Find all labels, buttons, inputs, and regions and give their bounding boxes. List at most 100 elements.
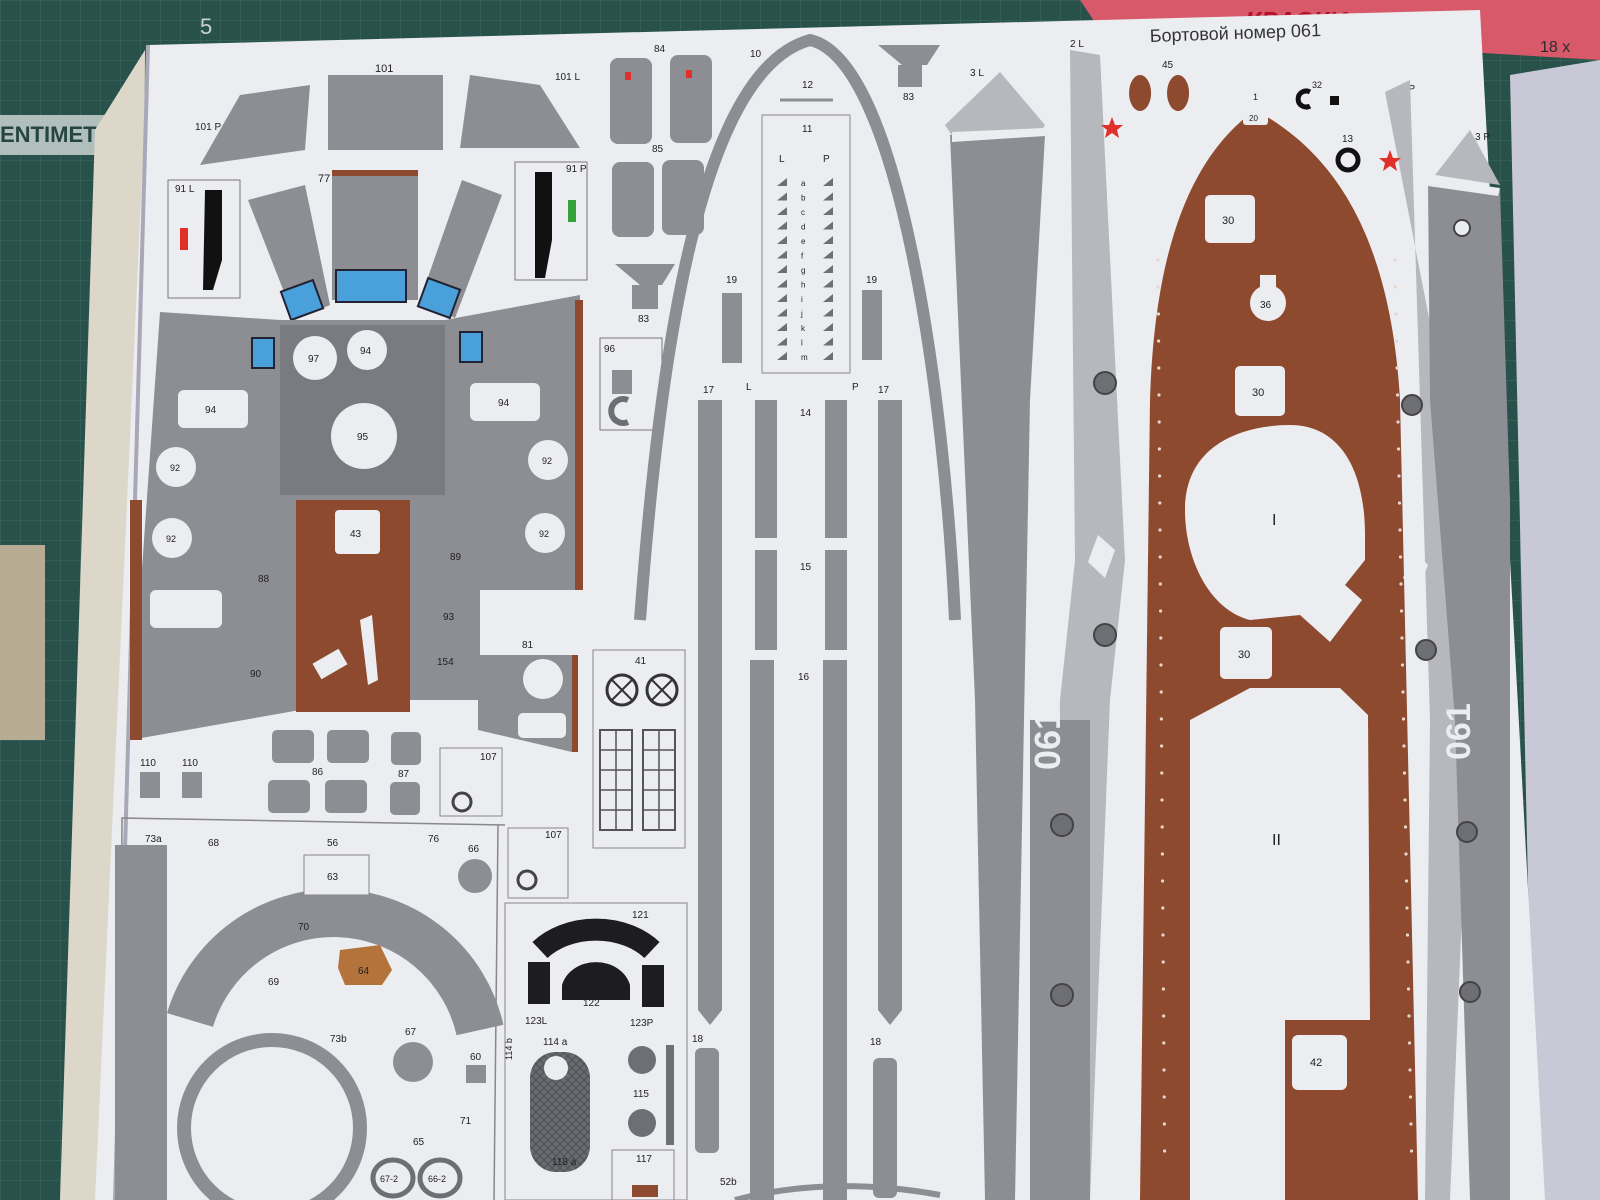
label-19b: 19 bbox=[866, 275, 878, 286]
part-89-b bbox=[432, 565, 474, 591]
deck-rivet bbox=[1403, 825, 1408, 829]
label-83b: 83 bbox=[903, 92, 915, 103]
label-64: 64 bbox=[358, 966, 370, 977]
ladder-row-letter: a bbox=[801, 179, 806, 188]
ladder-tread-right bbox=[823, 178, 833, 186]
part-114a-mesh bbox=[530, 1052, 590, 1172]
part-94-top bbox=[347, 330, 387, 370]
part-3l-highlight bbox=[952, 128, 1045, 142]
deck-rivet bbox=[1160, 825, 1164, 829]
part-92-d bbox=[525, 513, 565, 553]
deck-rivet bbox=[1159, 717, 1163, 721]
label-86: 86 bbox=[312, 767, 324, 778]
part-91l-shape bbox=[203, 190, 222, 290]
deck-rivet bbox=[1394, 339, 1399, 343]
label-107a: 107 bbox=[480, 752, 497, 763]
part-86-c bbox=[268, 780, 310, 813]
deck-rivet bbox=[1158, 582, 1162, 586]
label-101l: 101 L bbox=[555, 72, 580, 83]
label-18a: 18 bbox=[692, 1034, 704, 1045]
deck-rivet bbox=[1159, 609, 1163, 613]
part-3l bbox=[950, 135, 1045, 1200]
strip-16-right bbox=[823, 660, 847, 1200]
ladder-tread-left bbox=[777, 352, 787, 360]
deck-rivet bbox=[1395, 366, 1399, 370]
ladder-row-letter: d bbox=[801, 223, 805, 232]
ladder-tread-left bbox=[777, 221, 787, 230]
deck-rivet bbox=[1396, 420, 1400, 424]
label-32: 32 bbox=[1312, 80, 1322, 90]
label-118a: 118 a bbox=[552, 1157, 577, 1168]
part-83-b-stem bbox=[898, 65, 922, 87]
corner-mark: 18 x bbox=[1540, 39, 1570, 56]
ladder-tread-right bbox=[823, 250, 833, 259]
deck-rivet bbox=[1408, 1095, 1413, 1099]
part-2l-lower-band bbox=[1030, 720, 1090, 1200]
deck-rivet bbox=[1398, 528, 1402, 532]
porthole-l1 bbox=[1093, 371, 1117, 395]
label-114b: 114 b bbox=[504, 1038, 514, 1060]
label-14: 14 bbox=[800, 408, 812, 419]
deck-rivet bbox=[1405, 933, 1410, 937]
deck-rivet bbox=[1162, 1068, 1166, 1072]
part-64 bbox=[338, 945, 392, 985]
deck-rivet bbox=[1395, 393, 1400, 397]
label-92b: 92 bbox=[542, 456, 552, 466]
deck-rivet bbox=[1161, 987, 1165, 991]
part-91p-shape bbox=[535, 172, 552, 278]
ladder-tread-left bbox=[777, 337, 787, 346]
part-93-panel bbox=[150, 590, 222, 628]
ladder-row-letter: j bbox=[800, 310, 803, 319]
part-36-neck bbox=[1260, 275, 1276, 289]
label-70: 70 bbox=[298, 922, 310, 933]
part-3p bbox=[1428, 180, 1510, 1200]
ladder-tread-right bbox=[823, 308, 833, 317]
label-60: 60 bbox=[470, 1052, 482, 1063]
bridge-right-edge bbox=[575, 300, 583, 590]
part-32-a bbox=[1295, 88, 1312, 110]
deck-rivet bbox=[1397, 501, 1402, 505]
deck-rivet bbox=[1406, 960, 1410, 964]
ladder-tread-left bbox=[777, 294, 787, 302]
deck-rivet bbox=[1402, 744, 1406, 748]
label-66: 66 bbox=[468, 844, 480, 855]
deck-rivet bbox=[1159, 663, 1163, 667]
label-45: 45 bbox=[1162, 60, 1174, 71]
window-bridge-right bbox=[459, 331, 483, 363]
arch-10 bbox=[634, 33, 961, 621]
part-77-top-strip bbox=[332, 170, 418, 176]
parts-mid-left: 81 41 86 87 107 110 110 bbox=[140, 640, 686, 849]
window-77-left bbox=[279, 278, 325, 322]
label-94a: 94 bbox=[360, 346, 372, 357]
part-110-a bbox=[140, 772, 160, 798]
part-96-box bbox=[612, 370, 632, 394]
part-36 bbox=[1250, 285, 1286, 321]
deck-rivet bbox=[1162, 1041, 1166, 1045]
label-117: 117 bbox=[636, 1154, 652, 1165]
porthole-l3 bbox=[1050, 813, 1074, 837]
part-110-b bbox=[182, 772, 202, 798]
deck-rivet bbox=[1159, 690, 1163, 694]
label-17a: 17 bbox=[703, 385, 715, 396]
label-2l: 2 L bbox=[1070, 39, 1084, 50]
part-32-b bbox=[1330, 96, 1339, 105]
label-94b: 94 bbox=[205, 405, 217, 416]
deck-rivet bbox=[1156, 285, 1160, 289]
label-107b: 107 bbox=[545, 830, 562, 841]
deck-rivet bbox=[1157, 393, 1161, 397]
deck-rivet bbox=[1163, 1149, 1167, 1153]
label-col-l: L bbox=[779, 154, 785, 165]
part-92-a bbox=[156, 447, 196, 487]
part-41-grid-lines bbox=[600, 730, 675, 830]
part-94-left bbox=[178, 390, 248, 428]
deck-rivet bbox=[1400, 636, 1404, 640]
parts-mid-bottom: 107 121 122 123L 123P 114 a 114 b 115 11… bbox=[504, 827, 941, 1200]
label-43: 43 bbox=[350, 529, 362, 540]
part-115-b bbox=[628, 1109, 656, 1137]
strip-15-right bbox=[825, 550, 847, 650]
part-66 bbox=[458, 859, 492, 893]
label-3l: 3 L bbox=[970, 68, 984, 79]
window-77-center bbox=[335, 269, 407, 303]
label-91l: 91 L bbox=[175, 184, 195, 195]
deck-rivet bbox=[1408, 1068, 1412, 1072]
